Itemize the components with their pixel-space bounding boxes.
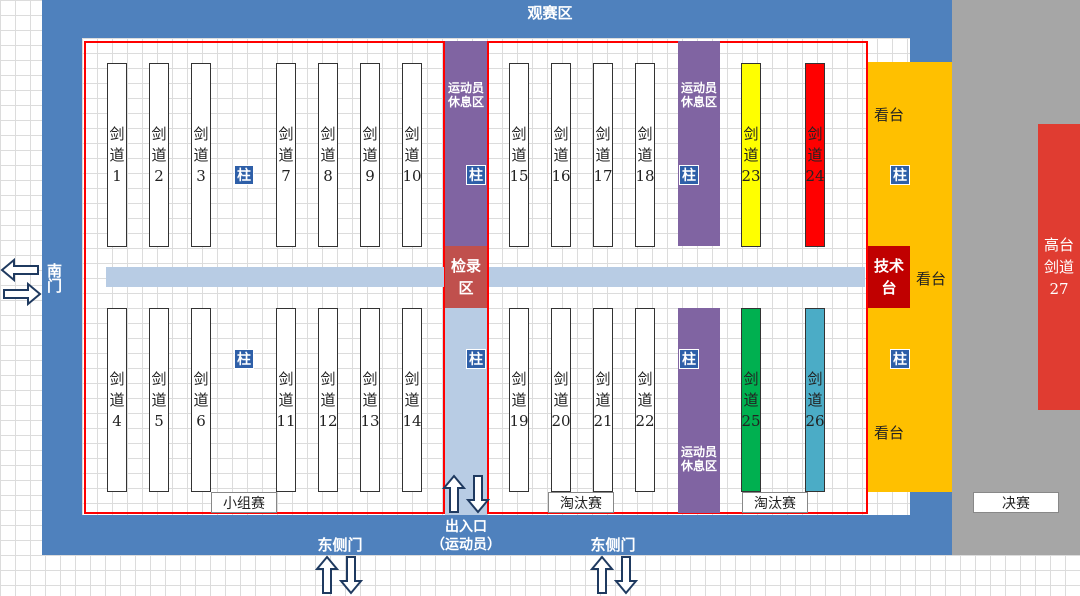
south-gate-arrow-icon xyxy=(0,258,42,306)
pillar-8: 柱 xyxy=(890,349,910,369)
pillar-2: 柱 xyxy=(466,165,486,185)
venue-border-bottom xyxy=(42,515,952,555)
pillar-1: 柱 xyxy=(234,165,254,185)
piste-number: 15 xyxy=(509,166,529,185)
pillar-3: 柱 xyxy=(234,349,254,369)
piste-number: 21 xyxy=(593,411,613,430)
stand-side-label: 看台 xyxy=(915,269,946,288)
spectator-zone-label: 观赛区 xyxy=(527,3,573,22)
knockout-label-1: 淘汰赛 xyxy=(548,492,614,513)
piste-number: 13 xyxy=(360,411,380,430)
piste-number: 6 xyxy=(196,411,206,430)
pillar-7: 柱 xyxy=(890,165,910,185)
piste-number: 4 xyxy=(112,411,122,430)
venue-border-top xyxy=(42,0,952,38)
venue-border-left xyxy=(42,0,82,555)
pillar-4: 柱 xyxy=(466,349,486,369)
rest-area-right-top: 运动员休息区 xyxy=(678,41,720,246)
piste-number: 14 xyxy=(402,411,422,430)
rest-area-right-bottom: 运动员休息区 xyxy=(678,308,720,513)
athlete-exit-arrow-icon xyxy=(440,474,492,514)
group-stage-label: 小组赛 xyxy=(211,492,277,513)
piste-number: 25 xyxy=(741,411,761,430)
piste-number: 5 xyxy=(154,411,164,430)
stand-bottom xyxy=(868,308,910,492)
final-label: 决赛 xyxy=(973,492,1059,513)
east-gate-2-arrow-icon xyxy=(588,555,640,595)
piste-number: 12 xyxy=(318,411,338,430)
piste-number: 17 xyxy=(593,166,613,185)
piste-number: 8 xyxy=(323,166,333,185)
piste-number: 10 xyxy=(402,166,422,185)
pillar-6: 柱 xyxy=(679,349,699,369)
piste-number: 20 xyxy=(551,411,571,430)
piste-number: 11 xyxy=(276,411,296,430)
piste-number: 2 xyxy=(154,166,164,185)
piste-number: 18 xyxy=(635,166,655,185)
east-gate-1-arrow-icon xyxy=(313,555,365,595)
high-piste-27: 高台剑道27 xyxy=(1038,124,1080,410)
aisle-left xyxy=(106,267,444,287)
athlete-exit-note: （运动员） xyxy=(431,537,501,553)
tech-table: 技术台 xyxy=(868,246,910,308)
group-section-outline xyxy=(84,41,445,514)
piste-number: 7 xyxy=(281,166,291,185)
piste-number: 16 xyxy=(551,166,571,185)
athlete-exit-label: 出入口 xyxy=(445,519,487,535)
pillar-5: 柱 xyxy=(679,165,699,185)
east-gate-2-label: 东侧门 xyxy=(590,535,636,554)
stand-top xyxy=(868,62,910,246)
check-in-area: 检录区 xyxy=(445,246,487,308)
piste-number: 1 xyxy=(112,166,122,185)
piste-number: 24 xyxy=(805,166,825,185)
piste-number: 3 xyxy=(196,166,206,185)
stand-bottom-label: 看台 xyxy=(873,423,904,442)
knockout-label-2: 淘汰赛 xyxy=(742,492,808,513)
south-gate-label: 南门 xyxy=(45,263,63,293)
knockout-section-outline xyxy=(487,41,868,514)
east-gate-1-label: 东侧门 xyxy=(317,535,363,554)
rest-area-center: 运动员休息区 xyxy=(445,41,487,246)
piste-number: 22 xyxy=(635,411,655,430)
piste-number: 23 xyxy=(741,166,761,185)
aisle-right xyxy=(489,267,865,287)
piste-number: 26 xyxy=(805,411,825,430)
piste-number: 19 xyxy=(509,411,529,430)
stand-side xyxy=(910,62,952,492)
stand-top-label: 看台 xyxy=(873,105,904,124)
piste-number: 9 xyxy=(365,166,375,185)
